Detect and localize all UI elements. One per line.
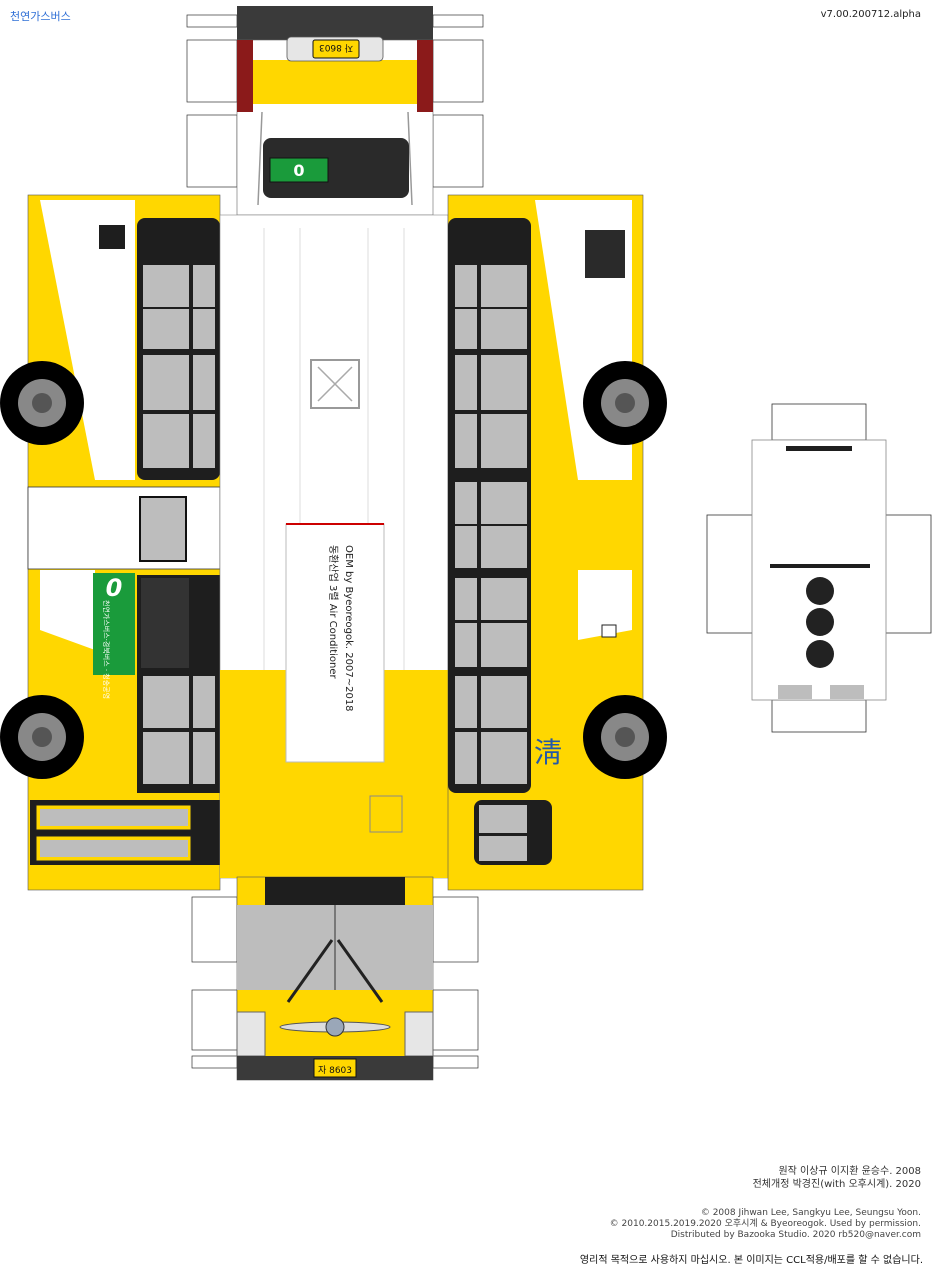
side-character: 淸 xyxy=(534,736,562,769)
glue-tab xyxy=(191,896,238,963)
copyright: © 2008 Jihwan Lee, Sangkyu Lee, Seungsu … xyxy=(610,1208,921,1241)
fan xyxy=(806,608,834,636)
glue-tab xyxy=(432,896,479,963)
svg-text:자 8603: 자 8603 xyxy=(319,42,353,53)
side-vent xyxy=(99,225,125,249)
version-label: v7.00.200712.alpha xyxy=(820,9,921,20)
headlight-right xyxy=(404,1011,434,1057)
rear-yellow-band xyxy=(253,60,417,104)
front-license-plate xyxy=(313,1058,357,1078)
glue-tab xyxy=(432,14,484,28)
svg-text:OEM by Byeoreogok. 2007~2018: OEM by Byeoreogok. 2007~2018 xyxy=(343,545,354,712)
rear-route-sign xyxy=(269,157,329,183)
glue-tab xyxy=(432,114,484,188)
svg-text:천연가스버스·경북버스 · 청송공영: 천연가스버스·경북버스 · 청송공영 xyxy=(102,600,111,699)
rear-window xyxy=(263,138,409,198)
side-door xyxy=(27,486,221,570)
glue-tab xyxy=(432,989,479,1051)
copyright-line-2: © 2010.2015.2019.2020 오후시계 & Byeoreogok.… xyxy=(609,1219,921,1229)
usage-notice: 영리적 목적으로 사용하지 마십시오. 본 이미지는 CCL적용/배포를 할 수… xyxy=(579,1255,923,1266)
glue-tab xyxy=(191,989,238,1051)
glue-tab xyxy=(191,1055,238,1069)
ac-unit-label xyxy=(285,523,385,763)
glue-tab xyxy=(186,39,238,103)
tail-light-left xyxy=(237,40,253,112)
rear-license-plate xyxy=(312,39,360,59)
glue-tab xyxy=(432,1055,479,1069)
credit-original: 원작 이상규 이지환 윤승수. 2008 xyxy=(778,1166,921,1177)
front-destination-sign xyxy=(265,877,405,905)
tail-light-right xyxy=(417,40,433,112)
cng-badge xyxy=(93,573,135,675)
glue-tab xyxy=(186,14,238,28)
ac-unit-net xyxy=(706,403,932,733)
rear-bumper xyxy=(237,6,433,40)
rear-panel: 자 8603 0 xyxy=(186,6,484,216)
credits: 원작 이상규 이지환 윤승수. 2008 전체개정 박경진(with 오후시계)… xyxy=(753,1165,921,1191)
fan xyxy=(806,640,834,668)
engine-vent xyxy=(585,230,625,278)
svg-text:0: 0 xyxy=(106,574,123,602)
svg-text:0: 0 xyxy=(293,161,304,180)
wipers xyxy=(286,939,384,1003)
glue-tab xyxy=(771,699,867,733)
front-panel: 자 8603 xyxy=(191,876,479,1081)
roof-panel: 동환산업 3렬 Air Conditioner OEM by Byeoreogo… xyxy=(219,214,449,879)
left-side-panel: 0 천연가스버스·경북버스 · 청송공영 xyxy=(0,194,222,891)
glue-tab xyxy=(186,114,238,188)
headlight-left xyxy=(236,1011,266,1057)
copyright-line-1: © 2008 Jihwan Lee, Sangkyu Lee, Seungsu … xyxy=(700,1208,921,1218)
distribution-line: Distributed by Bazooka Studio. 2020 rb52… xyxy=(670,1230,921,1240)
right-side-panel: 淸 xyxy=(447,194,667,891)
fan xyxy=(806,577,834,605)
credit-revision: 전체개정 박경진(with 오후시계). 2020 xyxy=(752,1179,921,1190)
svg-text:자 8603: 자 8603 xyxy=(318,1065,352,1076)
glue-tab xyxy=(771,403,867,441)
glue-tab xyxy=(432,39,484,103)
svg-text:동환산업 3렬 Air Conditioner: 동환산업 3렬 Air Conditioner xyxy=(327,545,340,680)
papercraft-title: 천연가스버스 xyxy=(10,10,71,23)
